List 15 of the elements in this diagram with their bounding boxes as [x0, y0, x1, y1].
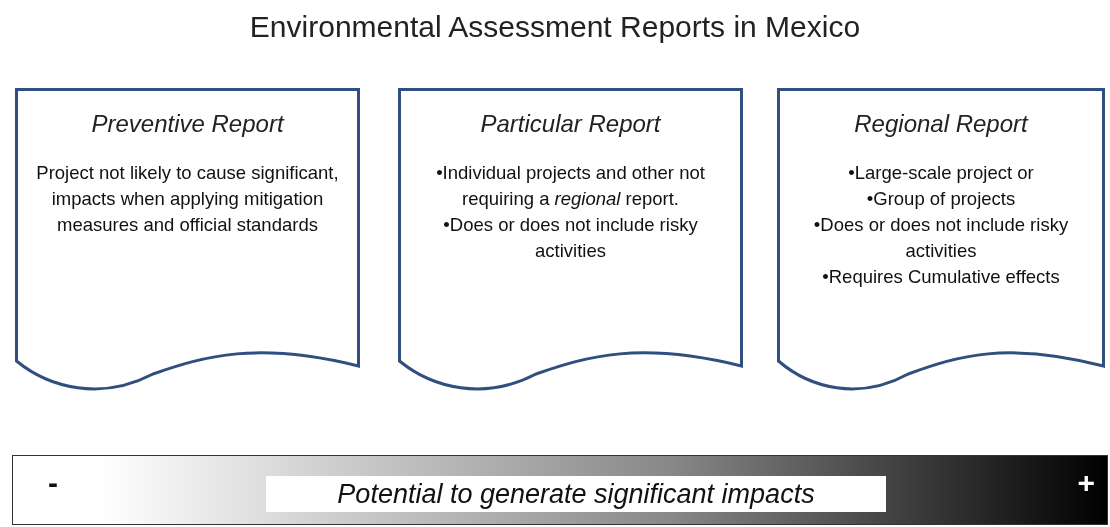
report-heading: Particular Report	[479, 110, 662, 138]
sign-plus: +	[1077, 466, 1095, 500]
label-box: Potential to generate significant impacts	[266, 476, 886, 512]
report-text: •Individual projects and other not requiring a regional report.	[435, 161, 706, 211]
report-text: •Does or does not include risky activities	[812, 213, 1070, 263]
report-text: •Group of projects	[865, 187, 1017, 211]
report-heading: Regional Report	[853, 110, 1030, 138]
sign-minus: -	[48, 466, 58, 500]
report-text: Project not likely to cause significant, impacts when applying mitigation measures and official standards	[35, 161, 340, 237]
report-text: •Does or does not include risky activities	[442, 213, 699, 263]
gradient-bar	[12, 455, 1108, 525]
report-text: •Requires Cumulative effects	[821, 265, 1061, 289]
report-text: •Large-scale project or	[847, 161, 1035, 185]
diagram-title: Environmental Assessment Reports in Mexico	[248, 10, 862, 44]
report-heading: Preventive Report	[90, 110, 286, 138]
